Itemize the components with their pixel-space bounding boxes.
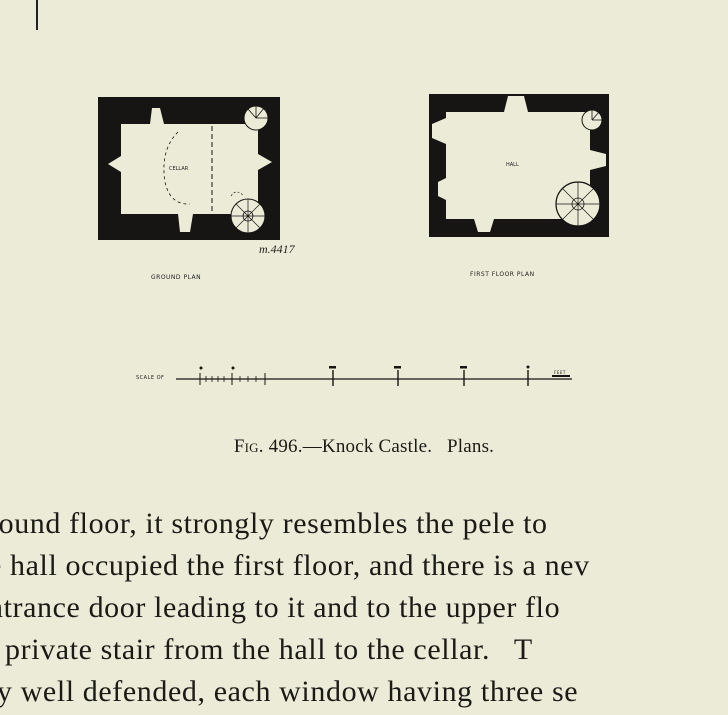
figure: GROUND PLAN CELLAR m.4417 FIRST FLOOR PL… [98,94,609,386]
plans-drawing [98,94,609,386]
body-line-5: ly well defended, each window having thr… [0,675,579,708]
scale-bar [176,365,572,386]
hall-label: HALL [506,162,519,168]
first-floor-plan-title: FIRST FLOOR PLAN [470,271,535,278]
first-floor-plan [429,94,609,237]
handwritten-note: m.4417 [259,242,295,256]
ground-floor-plan [98,97,280,240]
caption-fig: Fig. [233,436,264,457]
body-line-2: e hall occupied the first floor, and the… [0,549,590,582]
scale-end-label: FEET [554,370,566,375]
body-line-1: round floor, it strongly resembles the p… [0,507,548,540]
figure-caption: Fig. 496.—Knock Castle. Plans. [0,436,728,458]
margin-rule [36,0,38,30]
body-line-3: ntrance door leading to it and to the up… [0,591,561,624]
cellar-label: CELLAR [169,166,189,172]
caption-text: 496.—Knock Castle. Plans. [268,436,495,457]
scale-label: SCALE OF [136,375,165,381]
ground-plan-title: GROUND PLAN [151,274,202,281]
body-line-4: l private stair from the hall to the cel… [0,633,533,666]
body-text: round floor, it strongly resembles the p… [0,503,728,713]
